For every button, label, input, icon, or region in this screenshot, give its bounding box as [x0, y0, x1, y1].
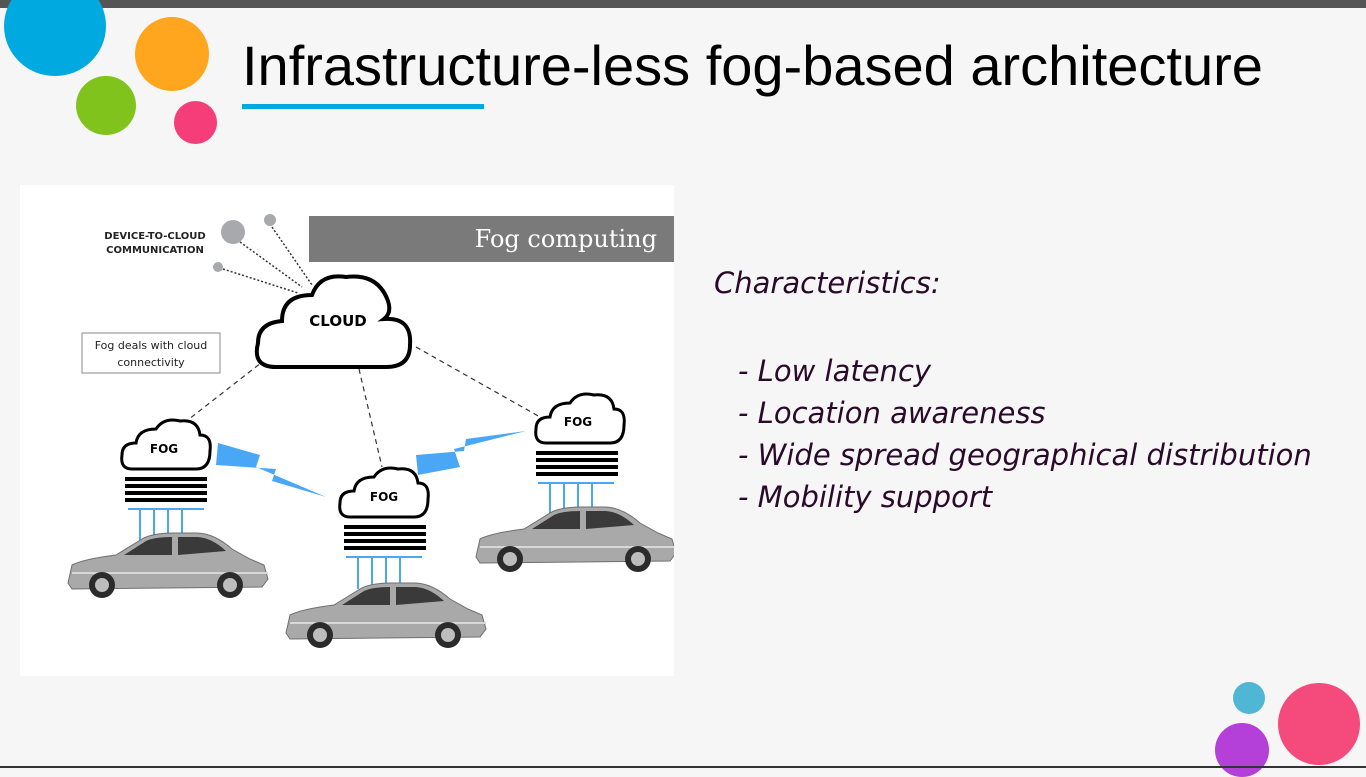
fog-stack-left: [125, 477, 207, 502]
lightning-right-icon: [416, 431, 526, 475]
fog-stack-center: [344, 525, 426, 550]
note-line2: connectivity: [117, 356, 185, 369]
car-center: [285, 582, 487, 649]
d2c-label-line2: COMMUNICATION: [106, 245, 204, 256]
banner-bar: [309, 216, 674, 262]
decor-dot-green: [76, 76, 136, 135]
fog-label-center: FOG: [370, 490, 398, 504]
note-box: [81, 332, 221, 374]
decor-dot-purple: [1215, 723, 1269, 777]
top-bar: [0, 0, 1366, 8]
note-line1: Fog deals with cloud: [95, 339, 208, 352]
device-dot-small: [264, 214, 276, 226]
d2c-label-line1: DEVICE-TO-CLOUD: [104, 231, 205, 242]
title-underline: [242, 104, 484, 109]
decor-dot-teal: [1233, 682, 1265, 714]
fog-label-left: FOG: [150, 442, 178, 456]
cloud-label: CLOUD: [309, 312, 366, 330]
car-right: [475, 506, 674, 573]
fog-label-right: FOG: [564, 415, 592, 429]
decor-dot-pink: [174, 101, 217, 144]
decor-dot-blue: [4, 0, 106, 76]
cloud-shape: [254, 274, 413, 369]
list-item: - Mobility support: [738, 480, 993, 514]
device-dot-mini: [213, 262, 223, 272]
list-item: - Location awareness: [738, 396, 1046, 430]
fog-cloud-left: [120, 418, 212, 471]
fog-stack-right: [536, 451, 618, 476]
fog-computing-figure: Fog computing DEVICE-TO-CLOUD COMMUNICAT…: [20, 185, 674, 676]
device-dot-large: [221, 220, 245, 244]
characteristics-list: - Low latency - Location awareness - Wid…: [738, 350, 1312, 518]
car-left: [67, 532, 269, 599]
decor-dot-orange: [135, 17, 209, 91]
slide-title: Infrastructure-less fog-based architectu…: [242, 34, 1263, 97]
decor-dot-rose: [1278, 683, 1360, 765]
characteristics-heading: Characteristics:: [714, 266, 941, 300]
fog-diagram: Fog computing DEVICE-TO-CLOUD COMMUNICAT…: [67, 214, 674, 649]
fog-cloud-right: [534, 392, 626, 445]
bottom-border: [0, 766, 1366, 768]
list-item: - Low latency: [738, 354, 932, 388]
banner-text: Fog computing: [475, 225, 657, 253]
lightning-left-icon: [216, 443, 326, 497]
list-item: - Wide spread geographical distribution: [738, 438, 1312, 472]
fog-cloud-center: [338, 466, 430, 519]
